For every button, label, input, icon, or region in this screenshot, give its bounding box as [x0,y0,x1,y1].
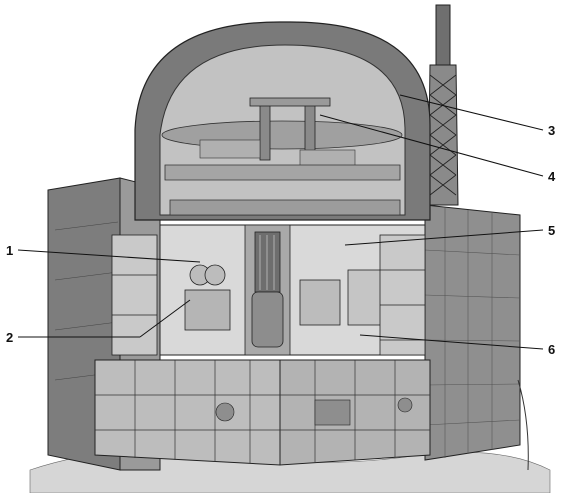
side-rooms [111,234,426,356]
callout-5-number: 5 [548,223,555,238]
callout-6-number: 6 [548,342,555,357]
callout-2-leader-diag [139,299,191,338]
callout-4-leader [319,114,544,177]
callout-3-leader [399,94,544,131]
callout-1-number: 1 [6,243,13,258]
callout-3-number: 3 [548,123,555,138]
ventilation-stack [427,4,459,206]
right-auxiliary-building [424,204,529,471]
basement-levels [94,359,431,466]
callout-2-number: 2 [6,330,13,345]
callout-4-number: 4 [548,169,556,184]
callout-1-leader [17,249,201,263]
callout-5-leader [344,229,544,246]
containment-dome [134,21,431,221]
callout-6-leader [359,334,544,350]
